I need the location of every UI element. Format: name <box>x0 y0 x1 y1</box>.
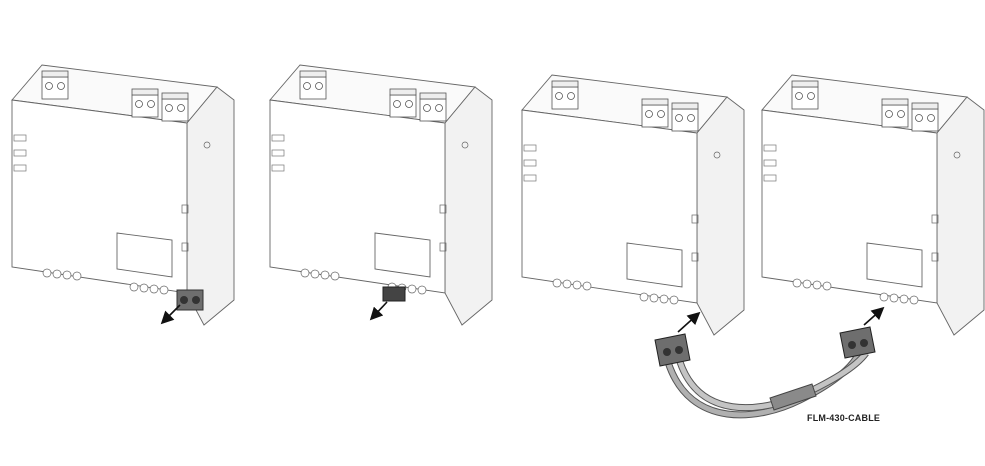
cable-label: FLM-430-CABLE <box>807 413 881 423</box>
arrow-remove-icon <box>160 304 181 325</box>
module-1 <box>12 65 234 325</box>
arrow-insert-icon <box>863 306 885 326</box>
module-4 <box>762 75 984 335</box>
arrow-insert-icon <box>677 311 701 333</box>
socket-module-2 <box>369 286 406 321</box>
arrow-remove-icon <box>369 301 388 321</box>
flm-430-cable <box>654 306 885 419</box>
module-3 <box>522 75 744 335</box>
connector-module-1 <box>160 289 204 325</box>
cable-connector-left <box>654 333 691 367</box>
module-2 <box>270 65 492 325</box>
cable-connector-right <box>839 326 876 359</box>
